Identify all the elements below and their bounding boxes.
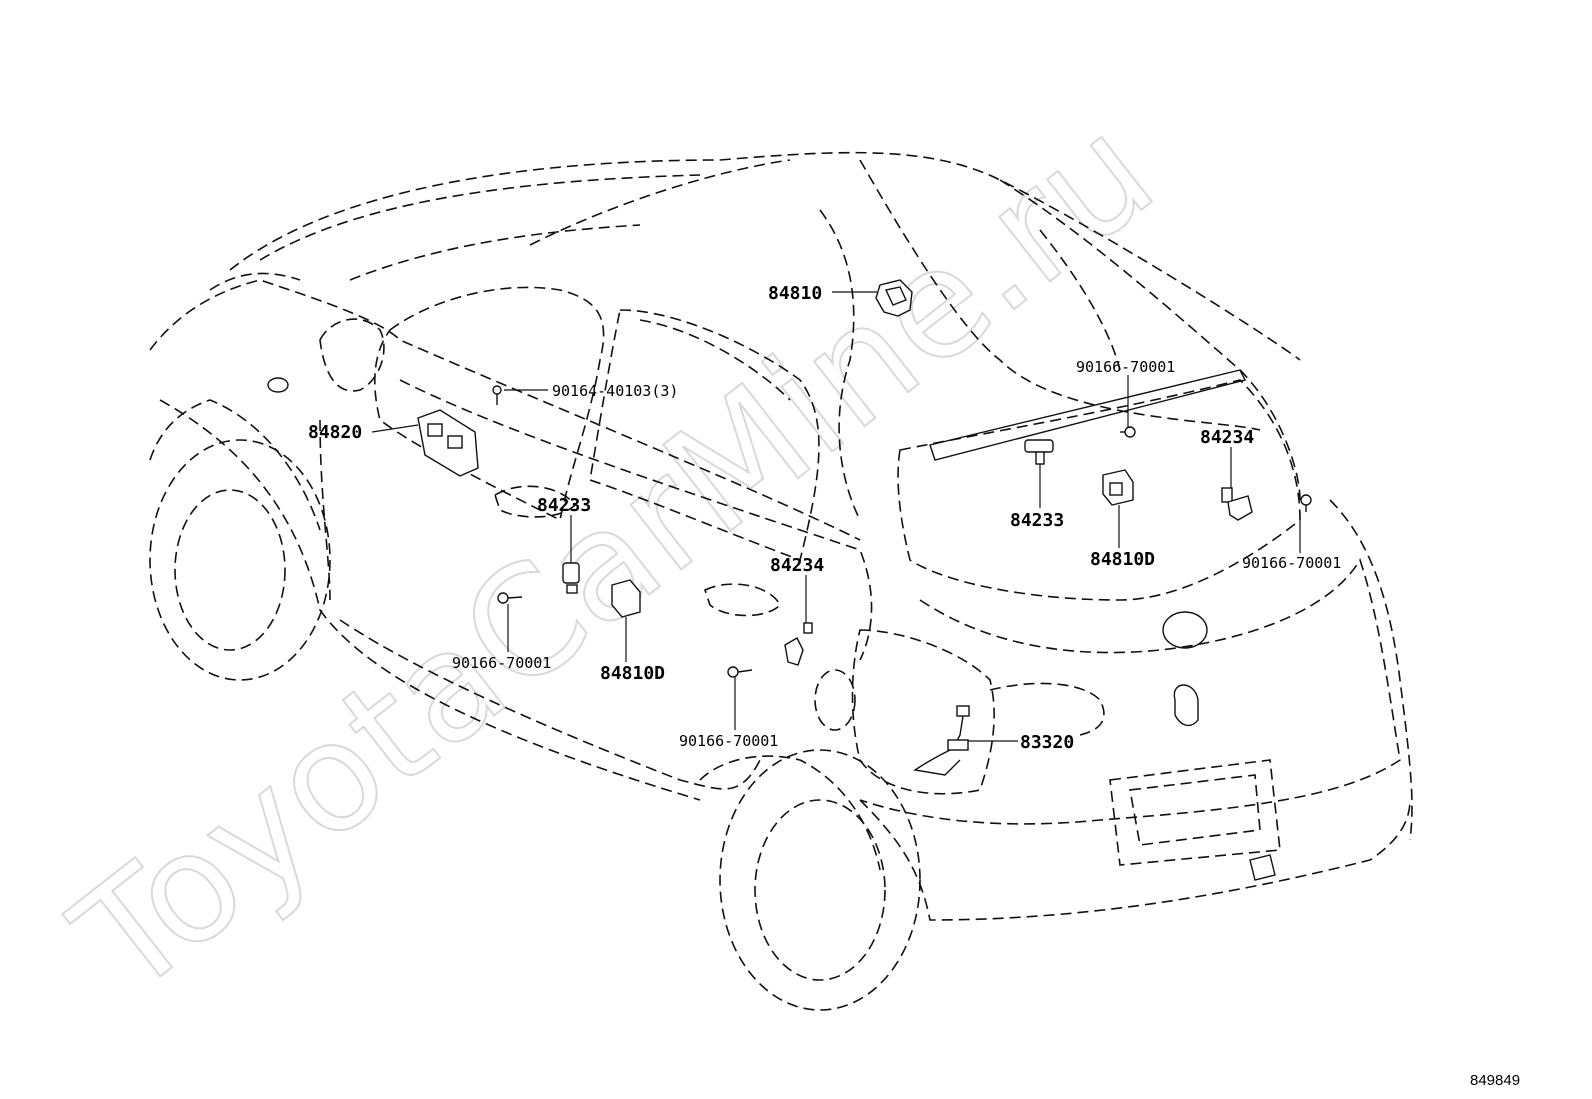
part-84810D-right[interactable] [1102, 469, 1134, 506]
part-84810[interactable] [875, 279, 913, 317]
callout-90164-40103: 90164-40103(3) [552, 382, 678, 400]
part-84820-switch[interactable] [417, 409, 479, 477]
part-screw-90164[interactable] [492, 385, 502, 405]
part-screw-90166-left[interactable] [497, 592, 523, 604]
part-84810D-left[interactable] [611, 579, 641, 618]
leader-lines [371, 291, 1301, 742]
part-screw-90166-upper-right[interactable] [1120, 426, 1136, 438]
part-83320-sensor[interactable] [913, 705, 970, 776]
car-body-outline [149, 151, 1413, 1011]
callout-84234-left: 84234 [770, 555, 824, 576]
diagram-code: 849849 [1470, 1072, 1520, 1089]
callout-84233-right: 84233 [1010, 510, 1064, 531]
part-84234-left[interactable] [784, 622, 813, 666]
callout-90166-70001-mid: 90166-70001 [679, 732, 778, 750]
callout-90166-70001-upper: 90166-70001 [1076, 358, 1175, 376]
callout-84233-left: 84233 [537, 495, 591, 516]
callout-84810: 84810 [768, 283, 822, 304]
callout-90166-70001-left: 90166-70001 [452, 654, 551, 672]
callout-84234-right: 84234 [1200, 427, 1254, 448]
part-84234-right[interactable] [1221, 487, 1253, 521]
callout-84810D-right: 84810D [1090, 549, 1155, 570]
part-screw-90166-mid[interactable] [727, 666, 753, 678]
part-screw-90166-right[interactable] [1300, 494, 1312, 512]
callout-83320: 83320 [1020, 732, 1074, 753]
callout-84810D-left: 84810D [600, 663, 665, 684]
callout-90166-70001-right: 90166-70001 [1242, 554, 1341, 572]
part-84233-right[interactable] [1024, 439, 1054, 465]
watermark: ToyotaCarMine.ru [44, 84, 1185, 1028]
callout-84820: 84820 [308, 422, 362, 443]
